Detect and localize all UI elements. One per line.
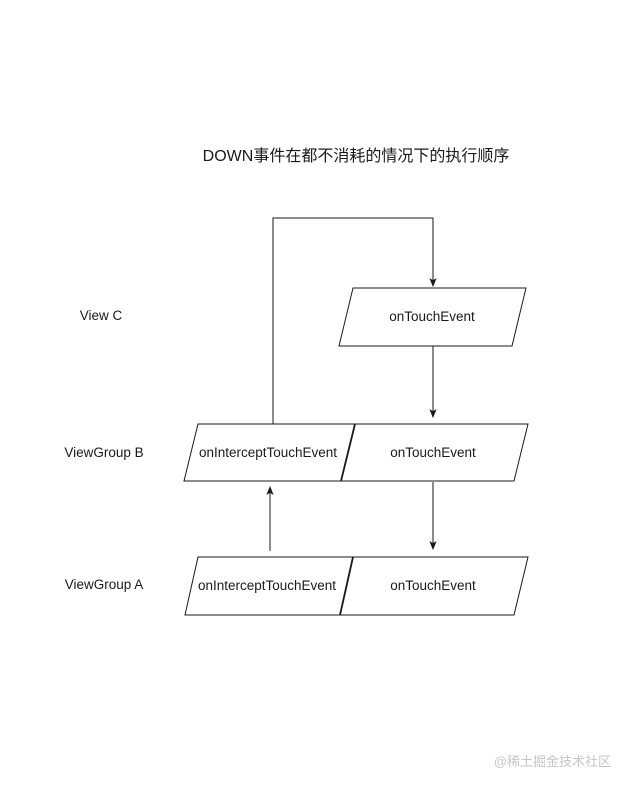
viewgroupb-onintercepttouchevent-label: onInterceptTouchEvent [199, 445, 337, 460]
watermark: @稀土掘金技术社区 [494, 754, 611, 769]
viewc-ontouchevent-label: onTouchEvent [389, 309, 475, 324]
viewgroupa-onintercepttouchevent-label: onInterceptTouchEvent [198, 578, 336, 593]
viewc-ontouchevent-shape [338, 287, 527, 347]
diagram-title: DOWN事件在都不消耗的情况下的执行顺序 [203, 147, 510, 165]
row-label-viewgroup-a: ViewGroup A [65, 577, 144, 592]
row-label-viewgroup-b: ViewGroup B [64, 445, 143, 460]
viewgroupb-ontouchevent-label: onTouchEvent [390, 445, 476, 460]
viewgroupa-divider [339, 556, 354, 616]
row-label-view-c: View C [80, 308, 123, 323]
viewgroupa-ontouchevent-label: onTouchEvent [390, 578, 476, 593]
arrow-viewgroupb-intercept-to-viewc-touch [272, 217, 437, 424]
viewgroupb-divider [340, 423, 356, 482]
